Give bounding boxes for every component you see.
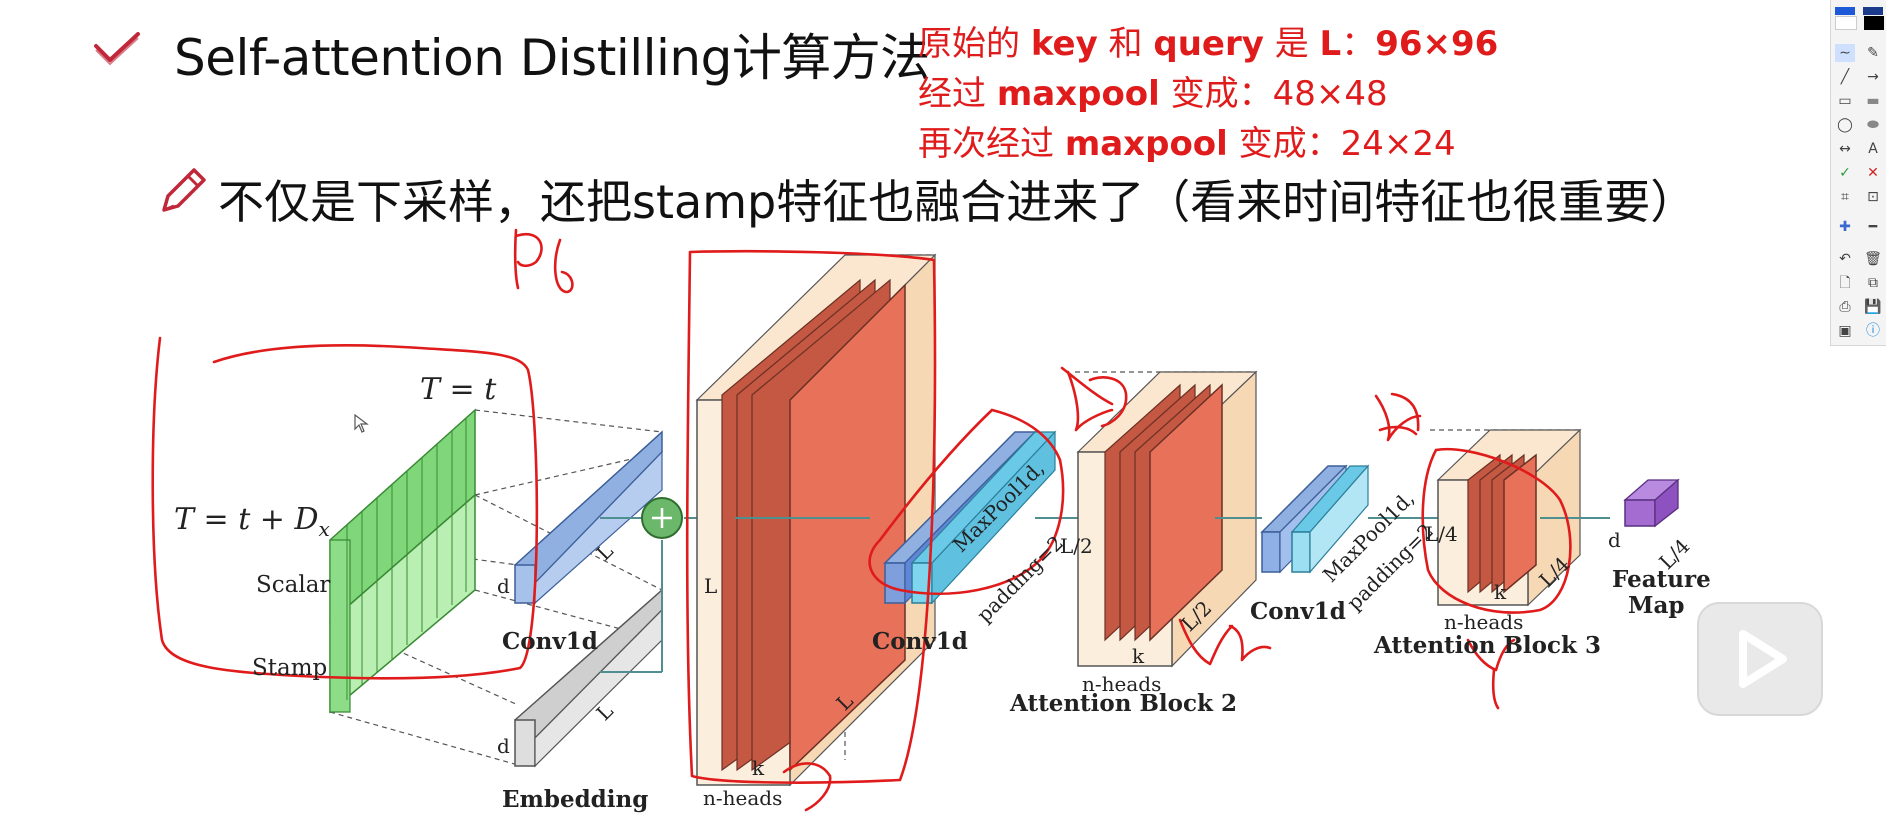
cancel-icon[interactable]: ✕ [1867,165,1879,181]
note-line-2: 经过 maxpool 变成：48×48 [918,74,1388,114]
screen-icon[interactable]: ▣ [1838,323,1852,339]
conv1d-3-block [1260,464,1440,574]
filled-rectangle-tool-icon[interactable]: ▬ [1866,93,1880,109]
label-embedding: Embedding [502,786,649,813]
label-t-eq-t: T = t [420,372,497,407]
input-block [329,408,476,714]
label-attention-block-2: Attention Block 2 [1010,690,1237,717]
color-darkblue-swatch[interactable] [1863,7,1883,15]
color-white-swatch[interactable] [1834,16,1857,30]
zoom-region-icon[interactable]: ⊡ [1867,189,1879,205]
note-line-3: 再次经过 maxpool 变成：24×24 [918,124,1456,164]
annotation-toolbar: ∼ ✎ ╱ → ▭ ▬ ◯ ⬬ ↔ A ✓ ✕ ⌗ ⊡ ✚ ━ ↶ 🗑 🗋 ⧉ … [1830,0,1886,346]
label-d-out: d [1608,528,1621,552]
label-nheads2: n-heads [1082,672,1162,696]
pencil-icon [162,168,206,212]
label-nheads1: n-heads [703,786,783,810]
embedding-block [513,588,663,768]
zoom-out-icon[interactable]: ━ [1868,219,1878,235]
label-conv1d-2: Conv1d [872,628,968,655]
handwritten-annotations [151,228,1572,812]
feature-map-block [1623,478,1680,528]
attention-block-2 [1076,370,1262,668]
add-node [600,497,735,673]
info-icon[interactable]: ⓘ [1866,323,1880,339]
text-tool-icon[interactable]: A [1868,141,1878,157]
print-icon[interactable]: ⎙ [1839,299,1851,315]
slide-subtitle: 不仅是下采样，还把stamp特征也融合进来了（看来时间特征也很重要） [218,175,1697,229]
line-tool-icon[interactable]: ╱ [1840,69,1850,85]
conv1d-1-block [513,430,663,605]
rectangle-tool-icon[interactable]: ▭ [1838,93,1852,109]
label-scalar: Scalar [256,572,331,598]
label-d2: d [497,734,510,758]
highlighter-icon[interactable]: ✎ [1867,45,1879,61]
slide-title: Self-attention Distilling计算方法 [174,29,930,87]
mouse-cursor-icon [354,414,369,433]
crop-icon[interactable]: ⌗ [1841,189,1849,205]
label-L2-size: L/2 [1060,534,1093,558]
attention-block-3 [1436,428,1610,607]
label-nheads3: n-heads [1444,610,1524,634]
color-black-swatch[interactable] [1863,16,1884,30]
label-t-eq-tdx: T = t + Dx [174,502,330,541]
freehand-pen-icon[interactable]: ∼ [1835,44,1855,62]
label-L4-size: L/4 [1425,522,1458,546]
label-feature: Feature [1612,566,1711,593]
label-stamp: Stamp [252,655,328,681]
double-arrow-tool-icon[interactable]: ↔ [1839,141,1851,157]
label-k3: k [1494,580,1507,604]
attention-block-1 [695,253,937,787]
trash-icon[interactable]: 🗑 [1864,251,1882,267]
conv1d-2-block [883,430,1105,605]
label-attention-block-3: Attention Block 3 [1374,632,1601,659]
label-k2: k [1132,644,1145,668]
label-map: Map [1628,592,1685,619]
play-icon [1739,630,1787,688]
label-conv1d-1: Conv1d [502,628,598,655]
undo-icon[interactable]: ↶ [1839,251,1851,267]
new-page-icon[interactable]: 🗋 [1839,275,1851,291]
filled-ellipse-tool-icon[interactable]: ⬬ [1867,117,1879,133]
copy-icon[interactable]: ⧉ [1868,275,1878,291]
note-line-1: 原始的 key 和 query 是 L：96×96 [918,24,1499,64]
save-icon[interactable]: 💾 [1864,299,1882,315]
arrow-tool-icon[interactable]: → [1867,69,1879,85]
color-blue-swatch[interactable] [1835,7,1855,15]
ellipse-tool-icon[interactable]: ◯ [1837,117,1853,133]
label-k1: k [752,756,765,780]
label-conv1d-3: Conv1d [1250,598,1346,625]
label-d1: d [497,574,510,598]
zoom-in-icon[interactable]: ✚ [1839,219,1851,235]
confirm-icon[interactable]: ✓ [1839,165,1851,181]
play-button[interactable] [1697,602,1823,716]
checkmark-icon [94,32,140,66]
label-L-block1: L [704,574,718,598]
